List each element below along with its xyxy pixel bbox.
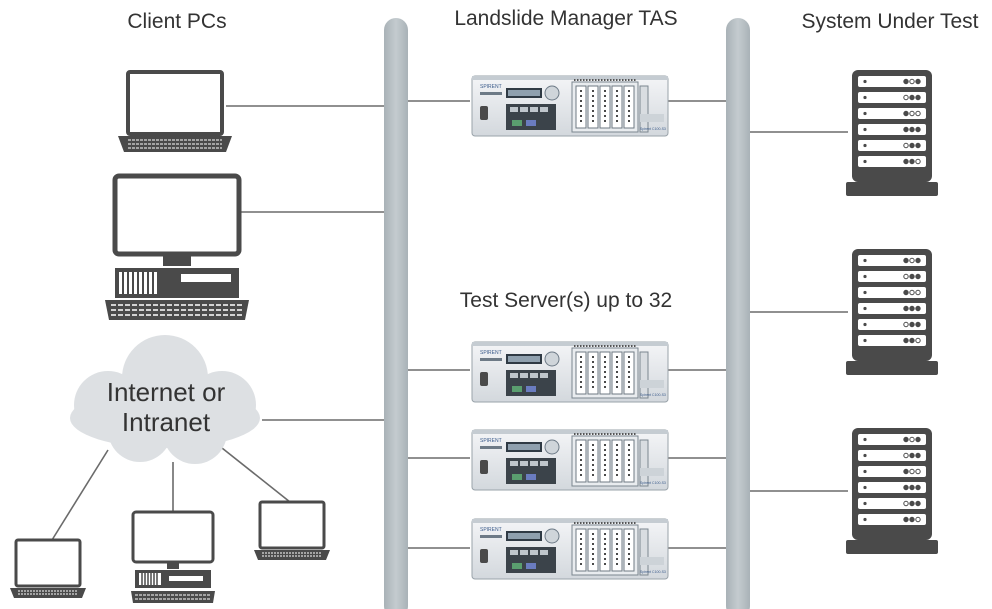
system-under-test-label: System Under Test xyxy=(801,10,978,33)
landslide-manager-appliance: SPIRENT Spirent C100-S3 xyxy=(471,75,669,137)
laptop-icon xyxy=(118,70,232,152)
appliance-model: Spirent C100-S3 xyxy=(640,570,666,574)
server-rack-icon xyxy=(845,248,939,376)
test-server-appliance: SPIRENT Spirent C100-S3 xyxy=(471,341,669,403)
link-cloud-to-laptop-left xyxy=(51,449,109,541)
appliance-brand: SPIRENT xyxy=(480,350,502,356)
appliance-brand: SPIRENT xyxy=(480,527,502,533)
appliance-model: Spirent C100-S3 xyxy=(640,393,666,397)
server-rack-icon xyxy=(845,69,939,197)
cloud-icon xyxy=(70,335,260,464)
cloud-label-line1: Internet or xyxy=(107,377,226,407)
appliance-model: Spirent C100-S3 xyxy=(640,127,666,131)
connection-lines xyxy=(51,100,848,549)
network-bus-right xyxy=(726,18,750,609)
link-cloud-to-laptop-right xyxy=(221,447,291,503)
laptop-icon xyxy=(8,538,88,600)
appliance-model: Spirent C100-S3 xyxy=(640,481,666,485)
appliance-brand: SPIRENT xyxy=(480,438,502,444)
server-rack-icon xyxy=(845,427,939,555)
desktop-computer-icon xyxy=(129,510,217,605)
test-server-appliance: SPIRENT Spirent C100-S3 xyxy=(471,429,669,491)
test-servers-label: Test Server(s) up to 32 xyxy=(460,289,672,312)
test-server-appliance: SPIRENT Spirent C100-S3 xyxy=(471,518,669,580)
desktop-computer-icon xyxy=(105,173,249,320)
cloud-label-line2: Intranet xyxy=(122,407,211,437)
client-pcs-label: Client PCs xyxy=(127,10,226,33)
appliance-brand: SPIRENT xyxy=(480,84,502,90)
landslide-manager-label: Landslide Manager TAS xyxy=(454,7,677,30)
laptop-icon xyxy=(252,500,332,562)
network-bus-left xyxy=(384,18,408,609)
